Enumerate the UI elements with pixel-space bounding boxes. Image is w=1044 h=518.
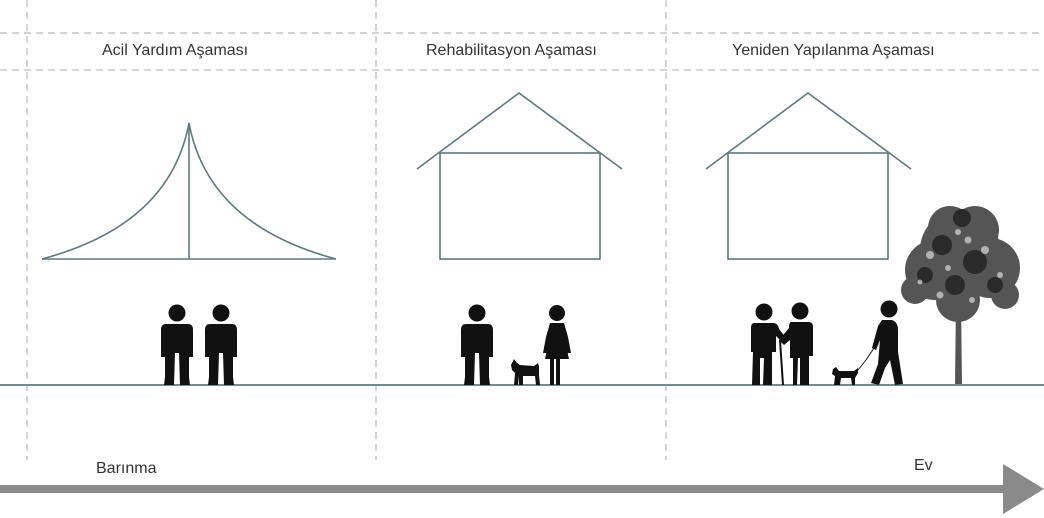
house-shelter-icon-reconstruction (705, 92, 912, 260)
tree-icon (901, 206, 1020, 385)
dashed-grid (0, 0, 1044, 460)
timeline-start-label: Barınma (96, 460, 157, 477)
person-icon (205, 304, 237, 385)
walking-person-icon (857, 300, 903, 385)
timeline-end-label: Ev (914, 457, 933, 474)
elderly-with-cane-icon (751, 303, 786, 386)
woman-icon (543, 305, 571, 385)
person-icon (161, 304, 193, 385)
timeline-arrow (0, 464, 1044, 514)
person-icon (779, 302, 813, 385)
dog-icon (511, 359, 540, 385)
phase-title-emergency: Acil Yardım Aşaması (102, 42, 249, 59)
tent-shelter-icon (41, 122, 337, 260)
phase-title-reconstruction: Yeniden Yapılanma Aşaması (732, 42, 935, 59)
person-icon (461, 304, 493, 385)
house-shelter-icon-rehabilitation (416, 92, 623, 260)
phase-title-rehabilitation: Rehabilitasyon Aşaması (426, 42, 597, 59)
dog-icon (832, 367, 858, 385)
